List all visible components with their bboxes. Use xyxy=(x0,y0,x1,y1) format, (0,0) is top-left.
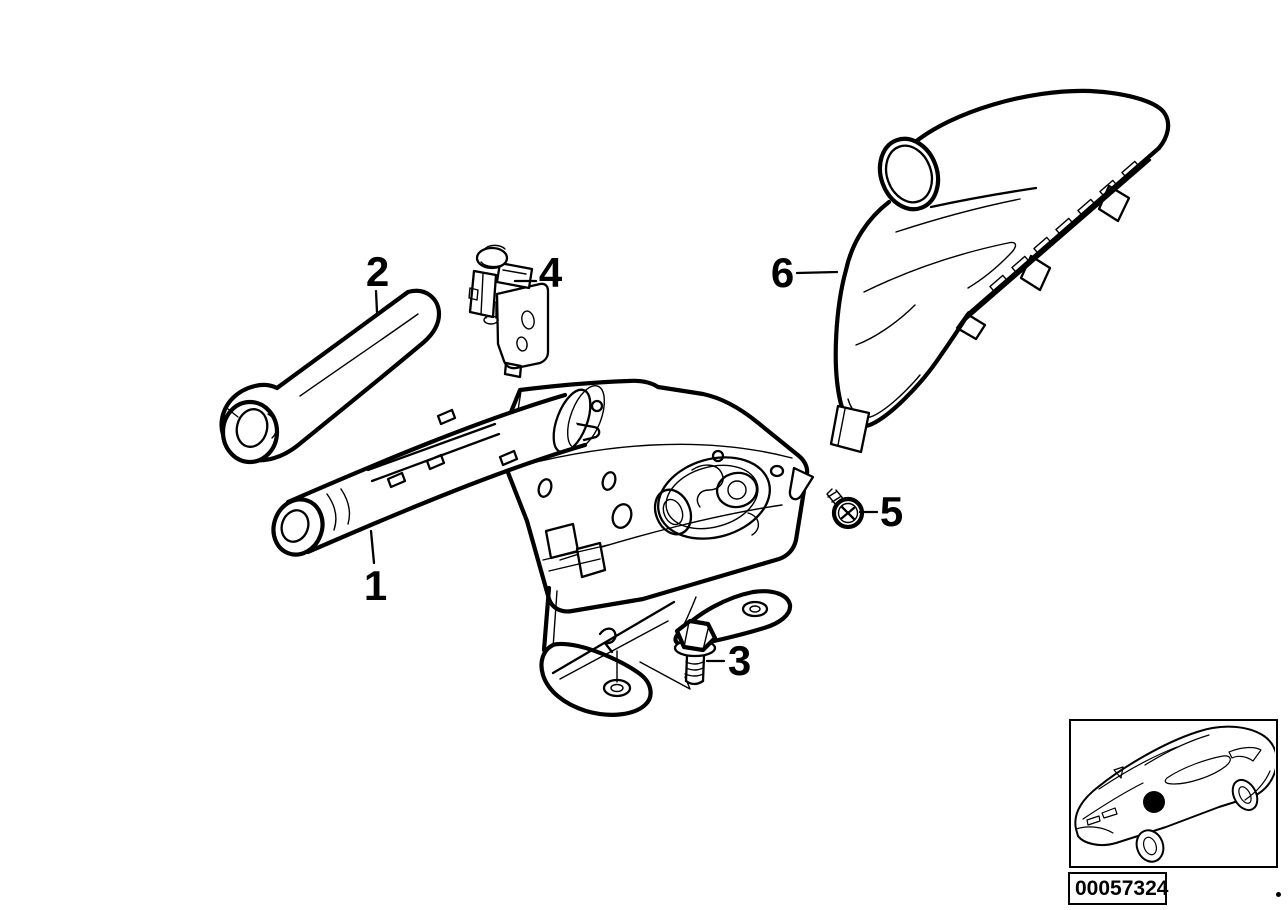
boot-trim-drawing xyxy=(829,88,1171,454)
callout-leader-2 xyxy=(374,289,379,314)
bolt-drawing xyxy=(673,618,718,686)
location-dot xyxy=(1143,791,1165,813)
callout-leader-1 xyxy=(369,529,376,565)
callout-label-5[interactable]: 5 xyxy=(879,488,903,535)
handbrake-lever-drawing xyxy=(271,385,606,557)
cable-holder-bracket-drawing xyxy=(468,244,550,379)
doc-number: 00057324 xyxy=(1075,876,1169,900)
callout-label-2[interactable]: 2 xyxy=(365,248,389,295)
page-dot xyxy=(1276,892,1281,897)
callout-label-3[interactable]: 3 xyxy=(727,637,751,684)
callout-leader-lines xyxy=(369,270,879,663)
callout-label-4[interactable]: 4 xyxy=(538,249,562,296)
car-outline-icon xyxy=(1074,725,1275,863)
callout-label-1[interactable]: 1 xyxy=(363,562,387,609)
screw-drawing xyxy=(826,488,865,530)
callout-leader-6 xyxy=(795,270,839,275)
doc-number-box: 00057324 xyxy=(1068,872,1169,905)
car-locator-thumbnail xyxy=(1069,719,1278,868)
callout-label-6[interactable]: 6 xyxy=(770,249,794,296)
grip-cover-drawing xyxy=(219,288,442,465)
